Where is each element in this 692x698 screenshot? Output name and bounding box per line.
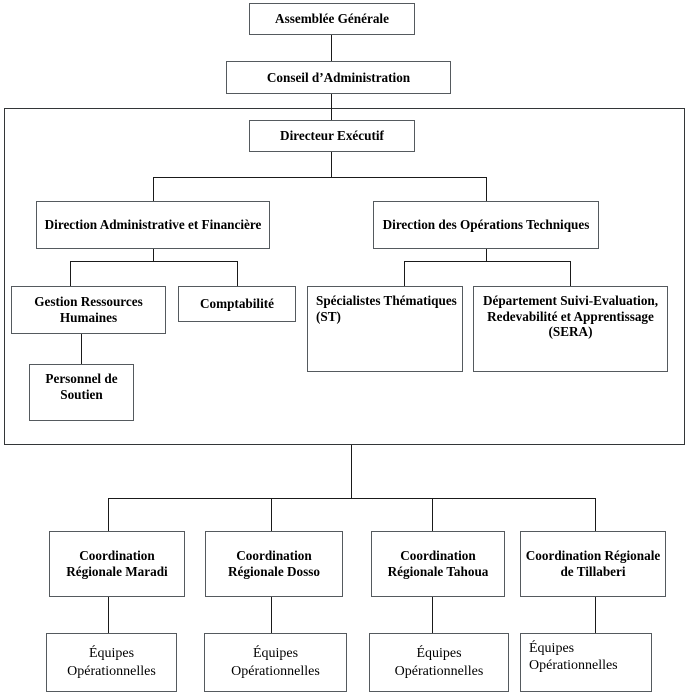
connector-maradi-to-equipes bbox=[108, 597, 109, 633]
connector-bus-dot-children bbox=[404, 261, 570, 262]
connector-bus-directions bbox=[153, 177, 487, 178]
connector-grh-to-personnel bbox=[81, 334, 82, 364]
connector-bus-to-tahoua bbox=[432, 498, 433, 531]
connector-bus-to-tillaberi bbox=[595, 498, 596, 531]
node-coordination-regionale-dosso[interactable]: Coordination Régionale Dosso bbox=[205, 531, 343, 597]
connector-ag-to-ca bbox=[331, 35, 332, 61]
connector-ca-to-de bbox=[331, 94, 332, 120]
connector-bus-to-daf bbox=[153, 177, 154, 201]
connector-tillaberi-to-equipes bbox=[595, 597, 596, 633]
connector-daf-down bbox=[153, 249, 154, 262]
node-equipes-operationnelles-dosso[interactable]: Équipes Opérationnelles bbox=[204, 633, 347, 692]
connector-bus-to-grh bbox=[70, 261, 71, 286]
node-personnel-soutien[interactable]: Personnel de Soutien bbox=[29, 364, 134, 421]
node-gestion-ressources-humaines[interactable]: Gestion Ressources Humaines bbox=[11, 286, 166, 334]
connector-bus-to-maradi bbox=[108, 498, 109, 531]
connector-bus-to-sera bbox=[570, 261, 571, 286]
connector-bus-to-dot bbox=[486, 177, 487, 201]
connector-bus-to-dosso bbox=[271, 498, 272, 531]
node-direction-operations-techniques[interactable]: Direction des Opérations Techniques bbox=[373, 201, 599, 249]
connector-container-to-regional-bus bbox=[351, 445, 352, 498]
executive-group-container bbox=[4, 108, 685, 445]
node-departement-sera[interactable]: Département Suivi-Evaluation, Redevabili… bbox=[473, 286, 668, 372]
connector-dosso-to-equipes bbox=[271, 597, 272, 633]
node-coordination-regionale-tillaberi[interactable]: Coordination Régionale de Tillaberi bbox=[520, 531, 666, 597]
connector-tahoua-to-equipes bbox=[432, 597, 433, 633]
node-specialistes-thematiques[interactable]: Spécialistes Thématiques (ST) bbox=[307, 286, 463, 372]
node-equipes-operationnelles-tahoua[interactable]: Équipes Opérationnelles bbox=[369, 633, 509, 692]
connector-dot-down bbox=[486, 249, 487, 262]
connector-bus-to-comptabilite bbox=[237, 261, 238, 286]
node-equipes-operationnelles-tillaberi[interactable]: Équipes Opérationnelles bbox=[520, 633, 652, 692]
node-equipes-operationnelles-maradi[interactable]: Équipes Opérationnelles bbox=[46, 633, 177, 692]
node-assemblee-generale[interactable]: Assemblée Générale bbox=[249, 3, 415, 35]
connector-bus-regional bbox=[108, 498, 595, 499]
node-directeur-executif[interactable]: Directeur Exécutif bbox=[249, 120, 415, 152]
node-coordination-regionale-tahoua[interactable]: Coordination Régionale Tahoua bbox=[371, 531, 505, 597]
node-coordination-regionale-maradi[interactable]: Coordination Régionale Maradi bbox=[49, 531, 185, 597]
connector-de-down bbox=[331, 152, 332, 178]
connector-bus-to-st bbox=[404, 261, 405, 286]
node-comptabilite[interactable]: Comptabilité bbox=[178, 286, 296, 322]
node-conseil-administration[interactable]: Conseil d’Administration bbox=[226, 61, 451, 94]
connector-bus-daf-children bbox=[70, 261, 237, 262]
node-direction-administrative-financiere[interactable]: Direction Administrative et Financière bbox=[36, 201, 270, 249]
